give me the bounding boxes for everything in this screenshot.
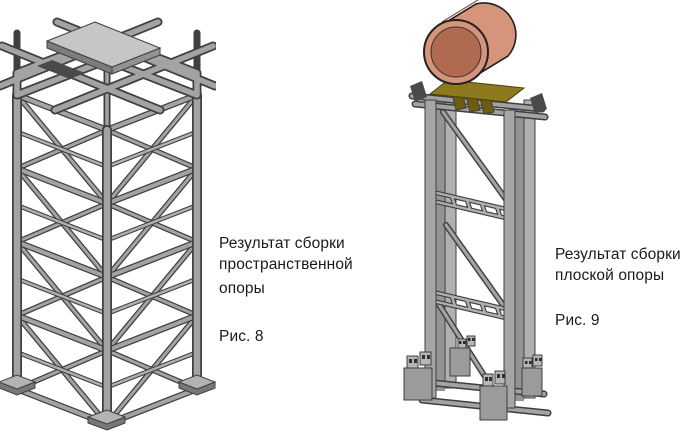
platform-opening [37, 60, 85, 79]
spatial-support-illustration [0, 0, 216, 431]
truss-frame [410, 81, 548, 413]
foot-plate [177, 374, 216, 390]
foot-block [449, 347, 471, 377]
foot-block [479, 385, 508, 421]
figure-label: Рис. 9 [555, 312, 600, 329]
right-chord-front [503, 109, 516, 409]
pipe-opening [430, 26, 482, 78]
saddle-plate [428, 79, 526, 103]
foot-block [403, 367, 433, 401]
pipe-segment [423, 0, 517, 85]
right-chord-back [523, 99, 536, 399]
caption-line: Результат сборки [555, 246, 681, 263]
top-platform [0, 22, 215, 110]
clamp-bracket [530, 93, 547, 114]
clamp-bracket [410, 81, 427, 102]
foot-plate [86, 409, 127, 425]
foot-plate [0, 374, 37, 390]
caption-line: плоской опоры [555, 267, 665, 284]
flat-support-illustration [403, 0, 558, 421]
figure-label: Рис. 8 [219, 328, 264, 345]
foot-blocks [403, 335, 543, 421]
pipe-seam [441, 0, 479, 23]
top-plate [45, 21, 162, 68]
caption-line: пространственной [219, 256, 353, 273]
caption-line: опоры [219, 280, 265, 297]
caption-spatial-support: Результат сборки пространственной опоры … [219, 233, 394, 347]
foot-block [521, 367, 543, 397]
caption-line: Результат сборки [219, 235, 345, 252]
saddle-assembly [428, 79, 526, 115]
lattice-body [17, 95, 197, 424]
base-feet [0, 374, 216, 431]
caption-flat-support: Результат сборки плоской опоры Рис. 9 [555, 244, 688, 331]
